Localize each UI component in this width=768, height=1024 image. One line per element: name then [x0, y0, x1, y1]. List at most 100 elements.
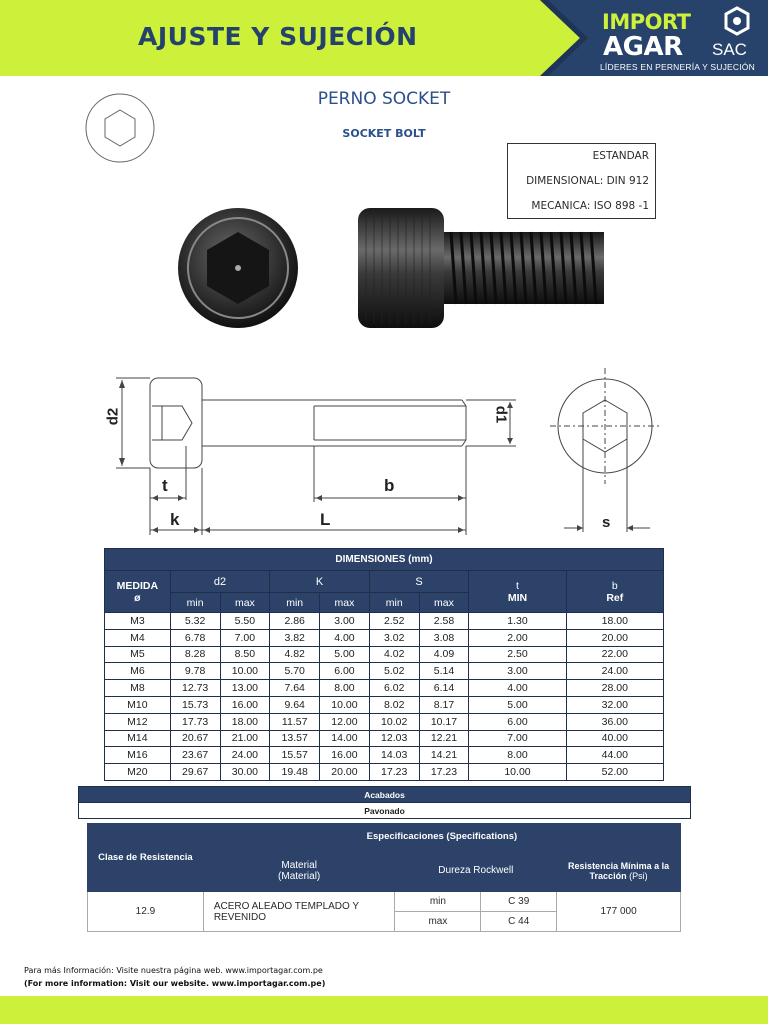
row-value-cell: 8.28 [169, 645, 221, 664]
row-value-cell: 6.00 [319, 662, 370, 681]
row-value-cell: 16.00 [219, 695, 271, 714]
spec-hardness-max: C 44 [480, 911, 558, 932]
row-value-cell: 52.00 [565, 763, 665, 781]
row-value-cell: 8.00 [319, 679, 370, 697]
header-s: S [368, 570, 470, 593]
header-s-min: min [368, 592, 420, 613]
row-value-cell: 10.00 [219, 662, 271, 681]
row-value-cell: 10.02 [368, 712, 420, 731]
row-size-cell: M12 [104, 712, 171, 731]
bolt-technical-drawing [116, 377, 516, 535]
row-value-cell: 20.00 [319, 763, 370, 781]
row-value-cell: 6.02 [368, 679, 420, 697]
row-value-cell: 7.00 [219, 628, 271, 647]
row-value-cell: 5.02 [368, 662, 420, 681]
spec-hardness-min: C 39 [480, 891, 558, 912]
logo-background [540, 0, 768, 76]
standard-label: ESTANDAR [592, 150, 649, 162]
bolt-end-view-drawing [550, 368, 660, 532]
label-L: L [320, 510, 331, 529]
row-value-cell: 4.09 [418, 645, 470, 664]
product-title: PERNO SOCKET [317, 89, 451, 109]
footer-info-en: (For more information: Visit our website… [24, 979, 326, 988]
row-value-cell: 1.30 [468, 612, 567, 630]
row-size-cell: M16 [104, 746, 171, 765]
spec-strength-label: Resistencia Mínima a la Tracción [568, 860, 670, 881]
header-k-max: max [319, 592, 370, 613]
logo-import-text: IMPORT [602, 10, 691, 34]
row-value-cell: 5.70 [269, 662, 321, 681]
footer-info-es: Para más Información: Visite nuestra pág… [24, 966, 323, 975]
row-value-cell: 7.00 [468, 729, 567, 748]
row-value-cell: 2.52 [368, 612, 420, 630]
label-t: t [162, 476, 168, 495]
row-value-cell: 30.00 [219, 763, 271, 781]
row-value-cell: 18.00 [219, 712, 271, 731]
row-size-cell: M6 [104, 662, 171, 681]
page-title: AJUSTE Y SUJECIÓN [138, 22, 418, 51]
row-value-cell: 6.00 [468, 712, 567, 731]
row-value-cell: 15.73 [169, 695, 221, 714]
row-value-cell: 8.50 [219, 645, 271, 664]
row-value-cell: 23.67 [169, 746, 221, 765]
header-medida-text: MEDIDA [116, 579, 159, 592]
row-value-cell: 2.00 [468, 628, 567, 647]
dimensions-title: DIMENSIONES (mm) [104, 548, 664, 571]
wrench-icon [724, 6, 750, 36]
finish-value: Pavonado [78, 802, 691, 819]
row-value-cell: 8.02 [368, 695, 420, 714]
label-s: s [602, 514, 611, 531]
row-value-cell: 4.02 [368, 645, 420, 664]
dimensions-table: DIMENSIONES (mm) MEDIDA ø d2 K S t MIN b… [104, 548, 665, 781]
specifications-table: Clase de Resistencia Especificaciones (S… [87, 823, 682, 932]
header-d2-min: min [169, 592, 221, 613]
label-d2: d2 [104, 407, 122, 426]
standard-mechanical: MECANICA: ISO 898 -1 [531, 200, 649, 212]
row-value-cell: 12.00 [319, 712, 370, 731]
row-value-cell: 29.67 [169, 763, 221, 781]
row-size-cell: M3 [104, 612, 171, 630]
header-d2-max: max [219, 592, 271, 613]
row-value-cell: 3.82 [269, 628, 321, 647]
row-value-cell: 24.00 [219, 746, 271, 765]
finish-table: Acabados Pavonado [78, 786, 691, 819]
row-value-cell: 10.00 [319, 695, 370, 714]
header-s-max: max [418, 592, 470, 613]
spec-material-sub: (Material) [278, 870, 321, 882]
spec-material-label: Material [281, 859, 317, 871]
row-value-cell: 4.00 [468, 679, 567, 697]
row-value-cell: 12.21 [418, 729, 470, 748]
spec-strength-header: Resistencia Mínima a la Tracción (Psi) [556, 849, 681, 892]
label-k: k [170, 510, 180, 529]
bolt-side-photo [358, 208, 604, 328]
spec-class-value: 12.9 [87, 891, 204, 932]
row-value-cell: 8.17 [418, 695, 470, 714]
header-d2: d2 [169, 570, 271, 593]
row-value-cell: 2.86 [269, 612, 321, 630]
row-value-cell: 13.57 [269, 729, 321, 748]
row-value-cell: 20.67 [169, 729, 221, 748]
row-value-cell: 9.64 [269, 695, 321, 714]
header-k-min: min [269, 592, 321, 613]
header-b-text: b [611, 579, 618, 592]
standard-box: ESTANDAR DIMENSIONAL: DIN 912 MECANICA: … [507, 143, 656, 219]
row-value-cell: 6.78 [169, 628, 221, 647]
row-value-cell: 4.82 [269, 645, 321, 664]
row-value-cell: 15.57 [269, 746, 321, 765]
header-medida-symbol: ø [134, 591, 141, 604]
row-value-cell: 20.00 [565, 628, 665, 647]
row-value-cell: 14.00 [319, 729, 370, 748]
row-value-cell: 5.32 [169, 612, 221, 630]
spec-title: Especificaciones (Specifications) [202, 823, 682, 850]
socket-head-outline-icon [85, 93, 155, 163]
row-value-cell: 22.00 [565, 645, 665, 664]
